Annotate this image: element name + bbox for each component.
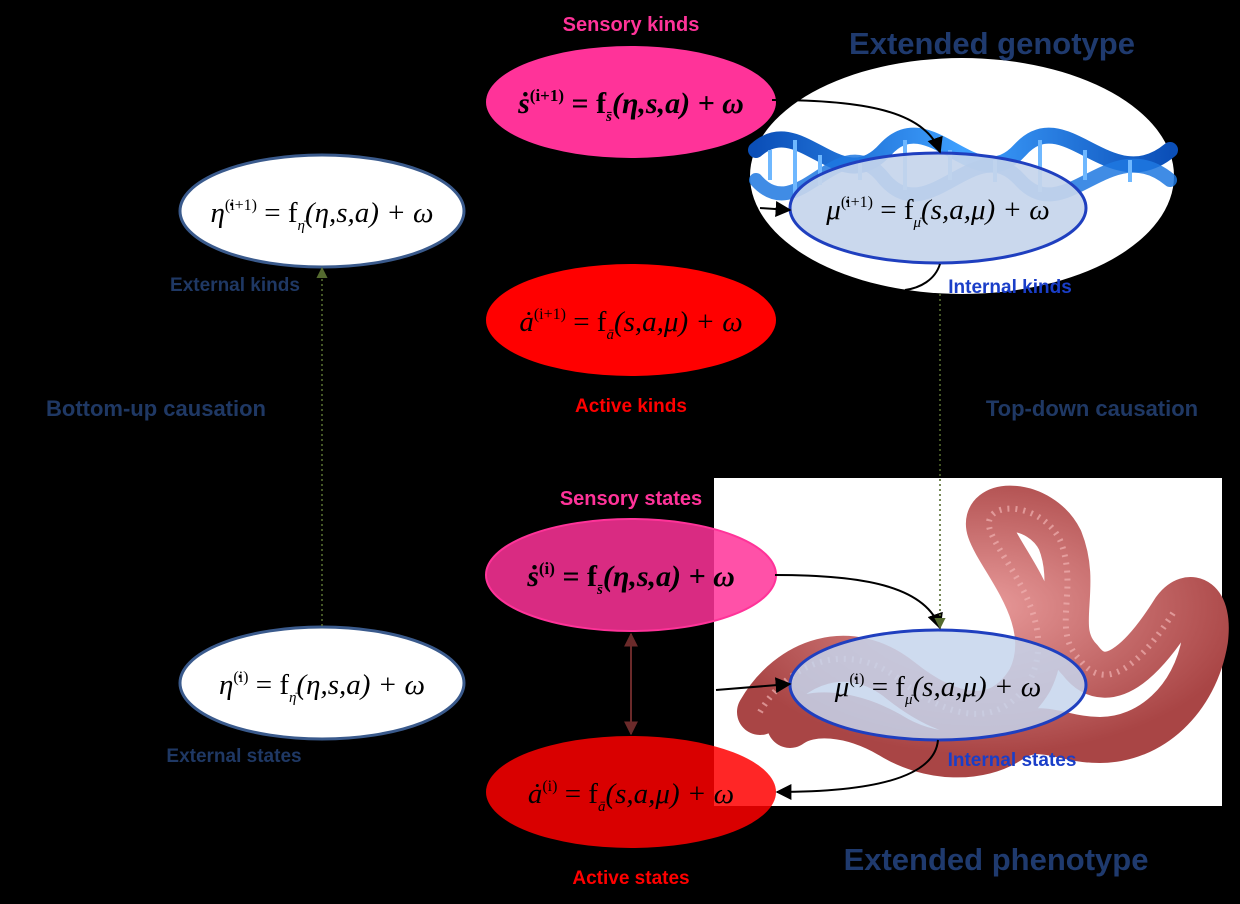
label-active-states: Active states <box>572 868 689 889</box>
external-states-ellipse <box>178 625 466 741</box>
arrow-into-internal-states <box>715 677 792 694</box>
eq-external-states: η̇(i) = fη̄(η,s,a) + ω <box>219 669 425 706</box>
label-active-kinds: Active kinds <box>575 396 687 417</box>
label-external-states: External states <box>166 746 301 767</box>
label-extended-phenotype: Extended phenotype <box>844 842 1149 877</box>
eq-internal-states: μ̇(i) = fμ̄(s,a,μ) + ω <box>834 671 1041 708</box>
eq-sensory-kinds: ṡ(i+1) = fs̄(η,s,a) + ω <box>517 86 744 125</box>
label-internal-kinds: Internal kinds <box>948 277 1072 298</box>
arrow-sensory-to-internal-kinds <box>771 99 943 154</box>
arrow-sensory-to-internal-states <box>774 574 943 630</box>
eq-active-kinds: ȧ(i+1) = fā(s,a,μ) + ω <box>519 306 742 343</box>
arrow-from-internal-kinds <box>904 263 941 291</box>
active-states-ellipse <box>486 736 776 848</box>
label-sensory-kinds: Sensory kinds <box>563 14 700 36</box>
eq-sensory-states: ṡ(i) = fs̄(η,s,a) + ω <box>526 559 735 598</box>
eq-external-kinds: η̇(i+1) = fη̄(η,s,a) + ω <box>210 197 433 234</box>
label-bottom-up-causation: Bottom-up causation <box>46 396 266 421</box>
sensory-kinds-ellipse <box>486 46 776 158</box>
label-top-down-causation: Top-down causation <box>986 396 1198 421</box>
eq-active-states: ȧ(i) = fā(s,a,μ) + ω <box>528 778 734 815</box>
arrow-internal-to-active-states <box>775 739 939 800</box>
label-extended-genotype: Extended genotype <box>849 26 1135 61</box>
active-kinds-ellipse <box>486 264 776 376</box>
eq-internal-kinds: μ̇(i+1) = fμ̄(s,a,μ) + ω <box>825 194 1049 231</box>
label-internal-states: Internal states <box>948 750 1077 771</box>
arrow-into-internal-kinds <box>759 201 792 218</box>
label-external-kinds: External kinds <box>170 275 300 296</box>
label-sensory-states: Sensory states <box>560 488 702 510</box>
